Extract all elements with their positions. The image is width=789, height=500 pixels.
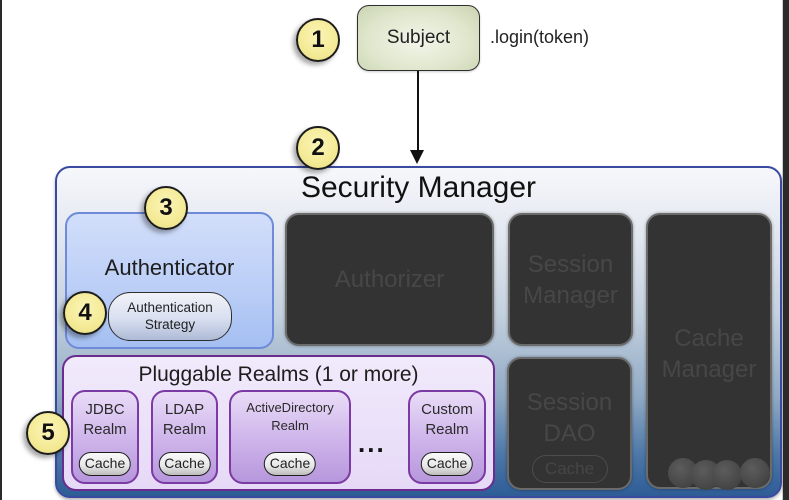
more-realms-ellipsis: ...	[358, 428, 386, 458]
subject-box: Subject	[357, 5, 480, 71]
session-dao-line-2: DAO	[543, 420, 596, 447]
session-manager-line-1: Session	[527, 250, 614, 278]
realm-cache-pill: Cache	[78, 452, 132, 476]
realm-name: Custom Realm	[410, 400, 484, 440]
custom-realm-box: Custom Realm Cache	[408, 390, 486, 484]
strategy-line-2: Strategy	[144, 317, 196, 332]
right-window-edge	[783, 0, 789, 500]
session-dao-line-1: Session	[526, 389, 613, 416]
subject-to-security-manager-arrow	[417, 71, 419, 155]
cache-manager-box: Cache Manager	[646, 213, 772, 489]
realm-name-line-1: ActiveDirectory	[246, 400, 334, 415]
security-manager-title-text: Security Manager	[300, 171, 537, 204]
realm-name-line-2: Realm	[83, 421, 127, 438]
realm-cache-pill: Cache	[263, 452, 317, 476]
realm-name-line-2: Realm	[162, 421, 207, 438]
arrow-head-icon	[410, 150, 424, 164]
authentication-strategy-box: Authentication Strategy	[108, 292, 232, 341]
cache-manager-line-2: Manager	[661, 356, 757, 383]
realm-name-line-1: Custom	[421, 401, 473, 418]
step-marker-3: 3	[144, 186, 188, 230]
active-directory-realm-box: ActiveDirectory Realm Cache	[229, 390, 351, 484]
session-dao-cache-pill: Cache	[531, 455, 608, 483]
jdbc-realm-box: JDBC Realm Cache	[71, 390, 139, 484]
step-marker-1: 1	[296, 18, 340, 62]
realm-name-line-2: Realm	[271, 418, 309, 433]
cache-ball-icon	[712, 460, 742, 490]
realm-name: LDAP Realm	[153, 400, 216, 440]
realm-cache-pill: Cache	[420, 452, 474, 476]
realm-cache-pill: Cache	[158, 452, 211, 476]
ldap-realm-box: LDAP Realm Cache	[151, 390, 218, 484]
session-manager-line-2: Manager	[523, 281, 618, 309]
login-call-label: .login(token)	[490, 27, 590, 47]
strategy-line-1: Authentication	[127, 300, 213, 315]
right-window-edge-highlight	[782, 0, 783, 500]
session-manager-box: Session Manager	[508, 213, 633, 346]
step-marker-2: 2	[296, 126, 340, 170]
left-window-edge	[0, 0, 2, 500]
authorizer-label: Authorizer	[334, 265, 445, 293]
realm-name-line-1: LDAP	[164, 401, 205, 418]
authenticator-label: Authenticator	[104, 255, 235, 280]
realm-name-line-2: Realm	[425, 421, 469, 438]
cache-manager-line-1: Cache	[674, 325, 744, 352]
realm-name: ActiveDirectory Realm	[231, 399, 349, 435]
cache-ball-icon	[740, 458, 770, 488]
security-manager-title: Security Manager	[55, 171, 782, 205]
session-dao-box: Session DAO Cache	[507, 357, 632, 490]
subject-label: Subject	[386, 27, 451, 48]
step-marker-4: 4	[63, 291, 107, 335]
authorizer-box: Authorizer	[285, 213, 494, 346]
realm-name-line-1: JDBC	[85, 401, 125, 418]
pluggable-realms-title: Pluggable Realms (1 or more)	[138, 363, 419, 386]
step-marker-5: 5	[26, 411, 70, 455]
realm-name: JDBC Realm	[73, 400, 137, 440]
